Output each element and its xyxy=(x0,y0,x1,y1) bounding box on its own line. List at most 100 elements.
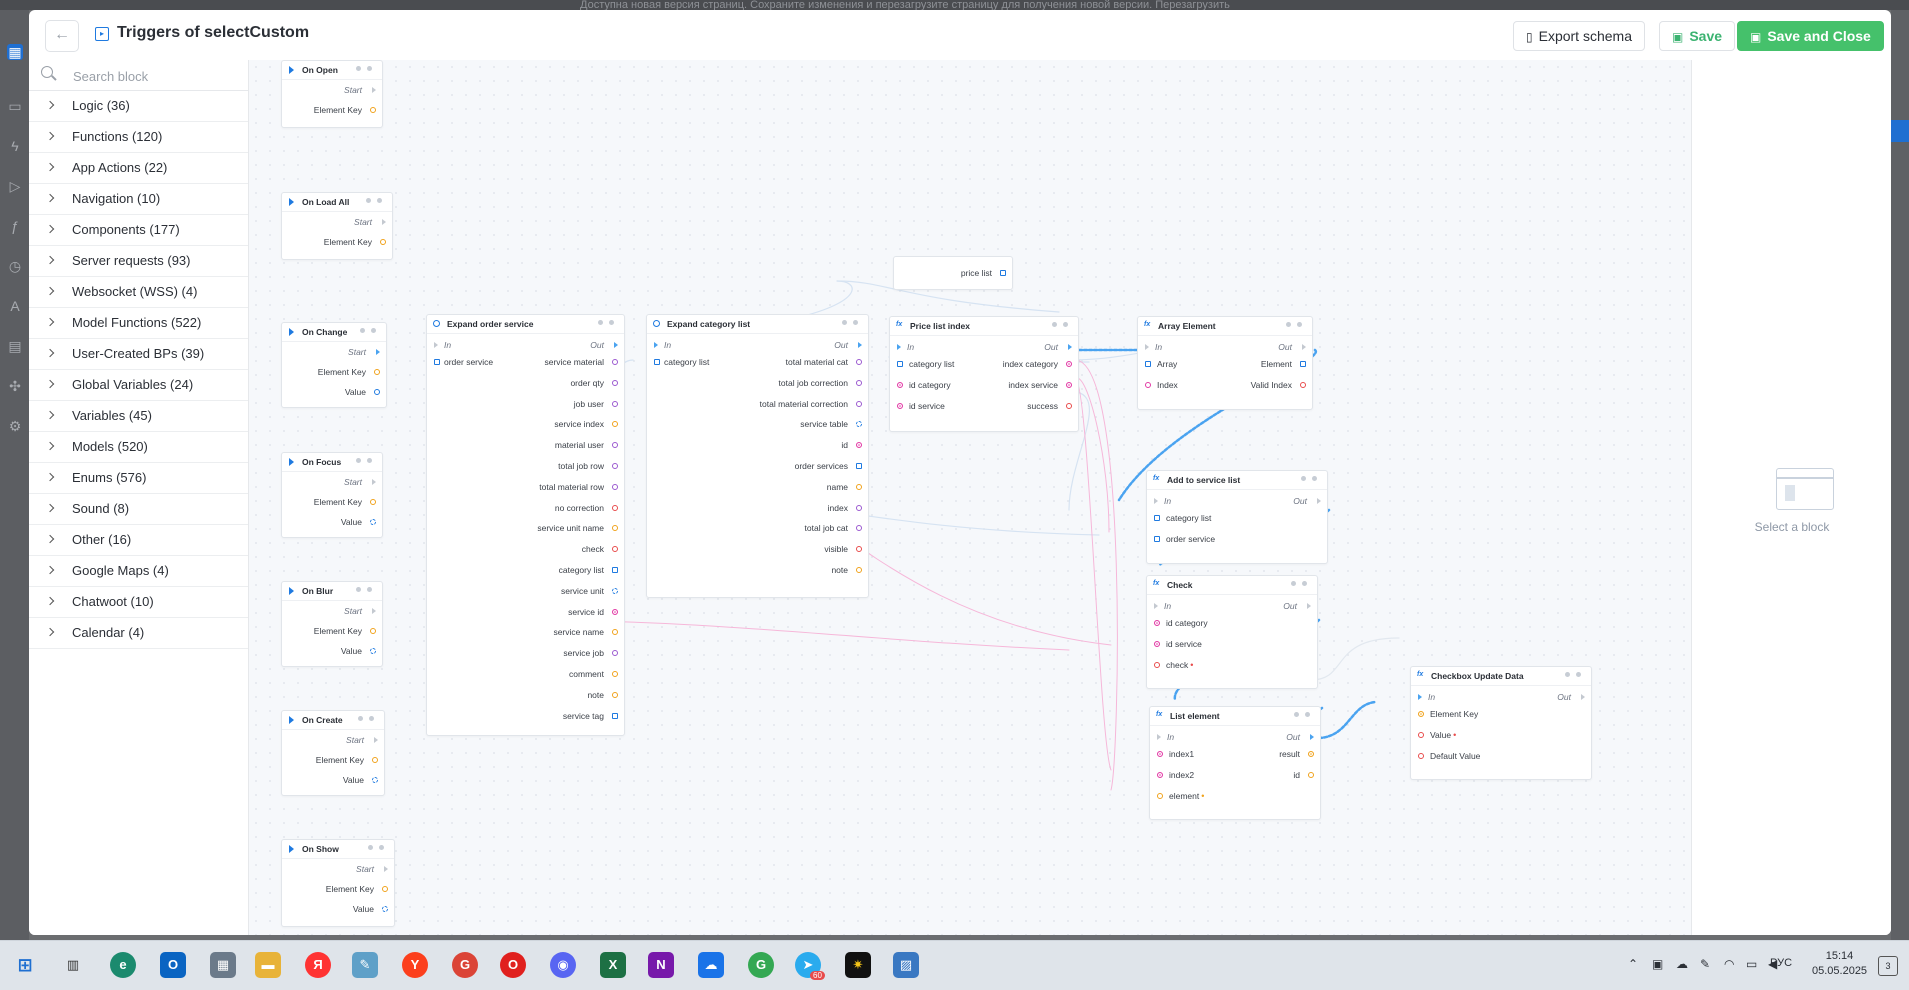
pin-element-key[interactable] xyxy=(370,107,376,113)
pin-element[interactable] xyxy=(1157,793,1163,799)
node-on-load-all[interactable]: On Load All Start Element Key xyxy=(281,192,393,260)
pin-start[interactable] xyxy=(374,737,378,743)
pin-order-service[interactable] xyxy=(434,359,440,365)
language-indicator[interactable]: РУС xyxy=(1770,957,1792,969)
pin-output[interactable] xyxy=(612,504,618,511)
star-app-icon[interactable]: ✷ xyxy=(845,952,871,978)
outlook-icon[interactable]: O xyxy=(160,952,186,978)
category-item[interactable]: Chatwoot (10) xyxy=(29,587,248,618)
pin-output[interactable] xyxy=(856,546,862,553)
pin-in[interactable] xyxy=(897,344,901,350)
onenote-icon[interactable]: N xyxy=(648,952,674,978)
page-icon[interactable]: ▭ xyxy=(8,98,22,114)
pin-output[interactable] xyxy=(856,400,862,407)
export-schema-button[interactable]: ▯Export schema xyxy=(1513,21,1645,51)
pin-element-key[interactable] xyxy=(380,239,386,245)
category-item[interactable]: Sound (8) xyxy=(29,494,248,525)
pin-start[interactable] xyxy=(382,219,386,225)
pin-index2[interactable] xyxy=(1157,772,1163,778)
category-item[interactable]: Navigation (10) xyxy=(29,184,248,215)
pin-index[interactable] xyxy=(1145,382,1151,388)
pin-output[interactable] xyxy=(856,483,862,490)
category-item[interactable]: Server requests (93) xyxy=(29,246,248,277)
apps-icon[interactable]: ▦ xyxy=(7,44,23,60)
editor-icon[interactable]: ✎ xyxy=(352,952,378,978)
pin-success[interactable] xyxy=(1066,403,1072,409)
category-item[interactable]: Components (177) xyxy=(29,215,248,246)
pin-id-service[interactable] xyxy=(897,403,903,409)
bolt-icon[interactable]: ϟ xyxy=(11,138,19,154)
pin-output[interactable] xyxy=(612,587,618,594)
meet-icon[interactable]: ▣ xyxy=(1652,957,1664,971)
pin-in[interactable] xyxy=(434,342,438,348)
category-item[interactable]: User-Created BPs (39) xyxy=(29,339,248,370)
category-item[interactable]: Other (16) xyxy=(29,525,248,556)
pin-id-category[interactable] xyxy=(1154,620,1160,626)
node-menu-icon[interactable] xyxy=(356,66,374,72)
pin-value[interactable] xyxy=(370,519,376,525)
pin-output[interactable] xyxy=(612,442,618,449)
chrome-profile-icon[interactable]: G xyxy=(452,952,478,978)
category-item[interactable]: Enums (576) xyxy=(29,463,248,494)
pin-category-list[interactable] xyxy=(1154,515,1160,521)
pin-value[interactable] xyxy=(370,648,376,654)
pin-value[interactable] xyxy=(1418,732,1424,738)
play-icon[interactable]: ▷ xyxy=(9,178,21,194)
pin-value[interactable] xyxy=(372,777,378,783)
node-menu-icon[interactable] xyxy=(360,328,378,334)
pin-output[interactable] xyxy=(612,629,618,636)
pin-out[interactable] xyxy=(1317,498,1321,504)
node-menu-icon[interactable] xyxy=(366,198,384,204)
node-on-show[interactable]: On Show Start Element Key Value xyxy=(281,839,395,927)
pin-element[interactable] xyxy=(1300,361,1306,367)
pin-category-list[interactable] xyxy=(654,359,660,365)
pin-out[interactable] xyxy=(1068,344,1072,350)
pin-check[interactable] xyxy=(1154,662,1160,668)
pin-out[interactable] xyxy=(1581,694,1585,700)
pin-index1[interactable] xyxy=(1157,751,1163,757)
category-item[interactable]: Model Functions (522) xyxy=(29,308,248,339)
function-icon[interactable]: ƒ xyxy=(11,218,19,234)
node-menu-icon[interactable] xyxy=(368,845,386,851)
pin-start[interactable] xyxy=(372,479,376,485)
node-expand-order-service[interactable]: Expand order service In Out order servic… xyxy=(426,314,625,736)
excel-icon[interactable]: X xyxy=(600,952,626,978)
pin-id[interactable] xyxy=(1308,772,1314,778)
pin-output[interactable] xyxy=(856,504,862,511)
pin-output[interactable] xyxy=(612,525,618,532)
node-menu-icon[interactable] xyxy=(1052,322,1070,328)
pin-output[interactable] xyxy=(856,421,862,428)
pin-output[interactable] xyxy=(612,400,618,407)
file-explorer-icon[interactable]: ▬ xyxy=(255,952,281,978)
category-item[interactable]: Global Variables (24) xyxy=(29,370,248,401)
node-menu-icon[interactable] xyxy=(358,716,376,722)
pin-element-key[interactable] xyxy=(372,757,378,763)
puzzle-icon[interactable]: ✣ xyxy=(9,378,21,394)
pin-in[interactable] xyxy=(1154,603,1158,609)
pin-element-key[interactable] xyxy=(374,369,380,375)
node-expand-category-list[interactable]: Expand category list In Out category lis… xyxy=(646,314,869,598)
category-item[interactable]: Variables (45) xyxy=(29,401,248,432)
node-menu-icon[interactable] xyxy=(1565,672,1583,678)
photos-icon[interactable]: ▨ xyxy=(893,952,919,978)
text-icon[interactable]: A xyxy=(10,298,20,314)
edge-icon[interactable]: e xyxy=(110,952,136,978)
cloud-icon[interactable]: ☁ xyxy=(1676,957,1688,971)
notification-center-icon[interactable]: 3 xyxy=(1878,956,1898,976)
task-view-icon[interactable]: ▥ xyxy=(66,957,80,972)
node-menu-icon[interactable] xyxy=(356,587,374,593)
node-on-change[interactable]: On Change Start Element Key Value xyxy=(281,322,387,408)
pin-value[interactable] xyxy=(382,906,388,912)
category-item[interactable]: Calendar (4) xyxy=(29,618,248,649)
pin-in[interactable] xyxy=(654,342,658,348)
pin-output[interactable] xyxy=(856,442,862,449)
discord-icon[interactable]: ◉ xyxy=(550,952,576,978)
pin-id-service[interactable] xyxy=(1154,641,1160,647)
pin-output[interactable] xyxy=(612,359,618,365)
gear-icon[interactable]: ⚙ xyxy=(8,418,22,434)
search-input[interactable] xyxy=(71,65,245,87)
onedrive-icon[interactable]: ☁ xyxy=(698,952,724,978)
